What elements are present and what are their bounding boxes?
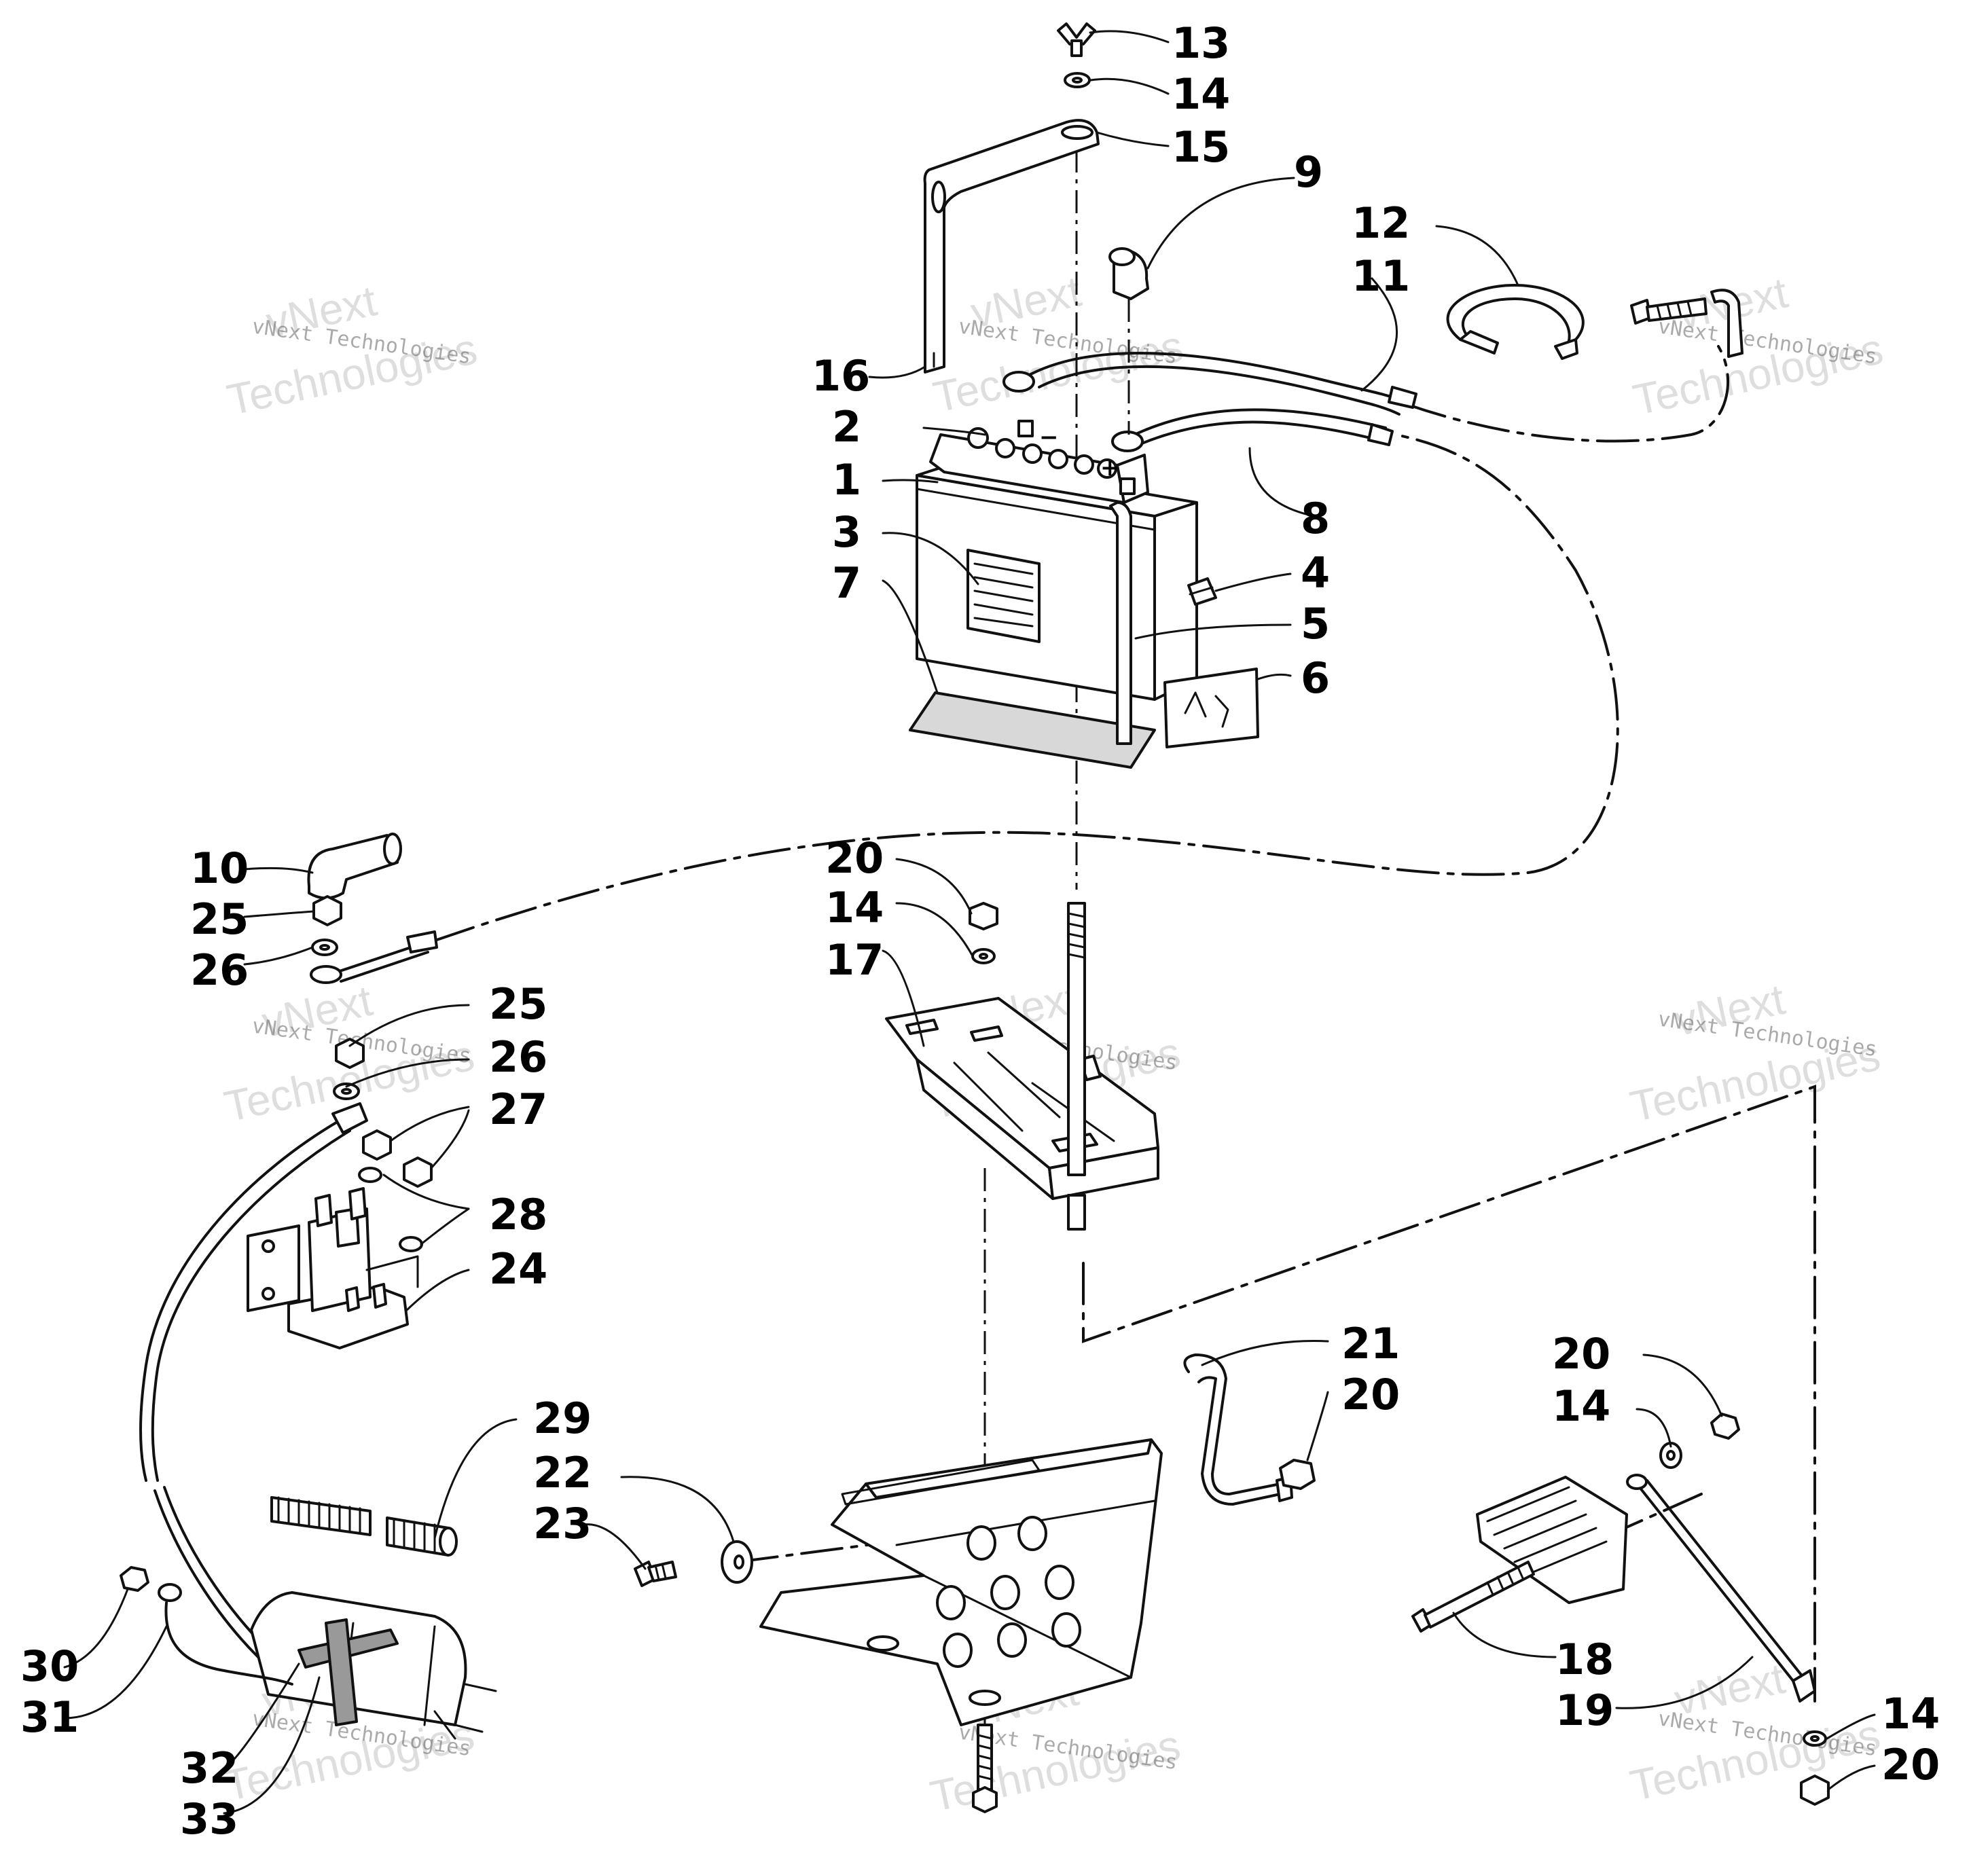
callout-5: 5: [1301, 599, 1330, 649]
callout-26: 26: [489, 1032, 547, 1082]
callout-22: 22: [533, 1448, 592, 1497]
callout-10: 10: [190, 843, 249, 893]
callout-21: 21: [1341, 1319, 1400, 1368]
battery-strap: [923, 119, 1100, 374]
conduit-29: [270, 1496, 458, 1557]
callout-4: 4: [1301, 548, 1330, 598]
threaded-stud: [1067, 902, 1086, 1231]
wing-nut: [1057, 22, 1096, 57]
callout-1: 1: [832, 455, 861, 505]
starter-motor: [250, 1591, 497, 1740]
callout-14: 14: [1552, 1381, 1610, 1431]
negative-symbol: −: [1039, 424, 1059, 451]
leader-lines: [63, 30, 1876, 1815]
ground-wire-31: [158, 1583, 293, 1686]
nut-20-rod: [1279, 1459, 1316, 1490]
bolt-lower-center: [972, 1724, 998, 1813]
solenoid-starter-cable: [139, 1102, 368, 1658]
solenoid-24: [247, 1187, 419, 1349]
bolt-18: [1411, 1561, 1535, 1633]
battery-pad-6: [1163, 668, 1259, 748]
terminal-clip-4: [1187, 577, 1217, 606]
callout-29: 29: [533, 1394, 592, 1443]
positive-terminal: [1119, 477, 1136, 495]
callout-14: 14: [825, 883, 884, 932]
callout-25: 25: [489, 979, 547, 1029]
callout-2: 2: [832, 402, 861, 452]
negative-terminal: [1017, 420, 1034, 437]
callout-16: 16: [812, 351, 870, 401]
washer-22: [721, 1540, 753, 1584]
nut-20-bracket: [969, 902, 998, 930]
nut-30: [120, 1566, 149, 1592]
mounting-plate-holes: [867, 1516, 1081, 1706]
callout-20: 20: [1881, 1740, 1940, 1789]
terminal-boot-10: [307, 833, 402, 900]
callout-32: 32: [180, 1743, 238, 1793]
callout-18: 18: [1555, 1635, 1614, 1684]
battery-label-decal: [966, 549, 1041, 643]
callout-31: 31: [20, 1692, 79, 1742]
battery-cables: [1002, 351, 1417, 745]
positive-symbol: +: [1100, 454, 1120, 481]
callout-28: 28: [489, 1190, 547, 1239]
callout-24: 24: [489, 1244, 547, 1294]
bolt-23: [634, 1561, 677, 1587]
j-bolt-19: [1626, 1474, 1816, 1703]
callout-30: 30: [20, 1641, 79, 1691]
callouts: 13 14 15 9 12 11 16 2 1 3 7 8 4 5 6 10 2…: [20, 18, 1940, 1844]
callout-8: 8: [1301, 494, 1330, 543]
callout-15: 15: [1172, 122, 1230, 172]
callout-6: 6: [1301, 653, 1330, 703]
cable-band-clamp: [1446, 284, 1585, 360]
hold-down-rod-21: [1183, 1353, 1293, 1506]
terminal-cap-9: [1108, 247, 1149, 435]
callout-7: 7: [832, 558, 861, 608]
callout-13: 13: [1172, 18, 1230, 68]
callout-14: 14: [1881, 1689, 1940, 1739]
callout-12: 12: [1352, 198, 1410, 248]
callout-23: 23: [533, 1499, 592, 1548]
callout-9: 9: [1294, 147, 1323, 197]
callout-20: 20: [1341, 1370, 1400, 1419]
callout-11: 11: [1352, 251, 1410, 301]
callout-20: 20: [825, 833, 884, 883]
callout-14: 14: [1172, 69, 1230, 119]
callout-26: 26: [190, 945, 249, 995]
bracket-right: [1476, 1476, 1628, 1604]
callout-27: 27: [489, 1085, 547, 1134]
battery: − +: [909, 420, 1198, 769]
nut-20-lower-right: [1800, 1775, 1830, 1806]
battery-cell-caps: [967, 427, 1117, 479]
battery-mounting-plate: [759, 1438, 1163, 1726]
callout-17: 17: [825, 935, 884, 985]
bolt-upper-right: [1630, 289, 1743, 358]
solenoid-hardware-stack: [310, 895, 438, 1252]
battery-bracket-17: [885, 997, 1159, 1200]
nut-20-right: [1710, 1413, 1740, 1440]
callout-20: 20: [1552, 1329, 1610, 1379]
callout-25: 25: [190, 894, 249, 944]
callout-19: 19: [1555, 1686, 1614, 1735]
callout-33: 33: [180, 1794, 238, 1844]
callout-3: 3: [832, 507, 861, 557]
